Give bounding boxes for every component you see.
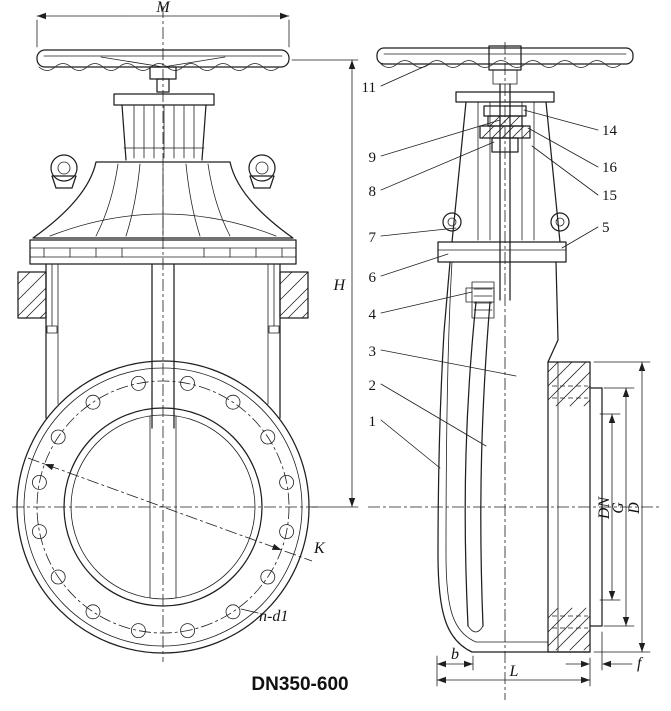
side-wedge-disc bbox=[464, 287, 495, 633]
side-gland-packing bbox=[479, 105, 531, 153]
front-side-lugs bbox=[17, 271, 309, 319]
side-yoke bbox=[451, 91, 561, 243]
dimension-H: H bbox=[291, 59, 359, 508]
callout-4: 4 bbox=[369, 307, 377, 323]
side-handwheel bbox=[376, 45, 634, 85]
dimension-DN: DN bbox=[596, 413, 621, 601]
part-callouts: 11 9 8 7 6 4 3 2 1 14 16 15 5 bbox=[362, 63, 618, 469]
dimension-L: L bbox=[436, 657, 591, 687]
callout-1: 1 bbox=[369, 414, 377, 430]
bolt-holes bbox=[32, 375, 295, 638]
front-main-flange bbox=[16, 360, 310, 654]
dim-label-f: f bbox=[637, 655, 644, 672]
dimension-D: D bbox=[593, 361, 651, 653]
dim-label-G: G bbox=[610, 502, 627, 514]
callout-5: 5 bbox=[602, 220, 610, 236]
side-nameplate bbox=[471, 281, 495, 319]
dim-label-M: M bbox=[155, 0, 171, 16]
front-lifting-eyes bbox=[50, 154, 276, 189]
dim-label-n-d1: n-d1 bbox=[259, 608, 288, 625]
dim-label-K: K bbox=[313, 540, 326, 557]
callout-14: 14 bbox=[602, 123, 618, 139]
callout-6: 6 bbox=[369, 270, 377, 286]
dimension-G: G bbox=[603, 387, 635, 627]
callout-11: 11 bbox=[362, 80, 376, 96]
callout-2: 2 bbox=[369, 378, 377, 394]
dim-label-DN: DN bbox=[596, 496, 613, 521]
front-view: K n-d1 M H DN350-600 bbox=[16, 0, 359, 695]
dim-label-b: b bbox=[451, 646, 459, 663]
side-lifting-eyes bbox=[442, 212, 570, 232]
side-body bbox=[437, 261, 591, 653]
callout-8: 8 bbox=[369, 184, 377, 200]
front-bonnet-dome bbox=[32, 161, 294, 239]
front-bonnet-flange bbox=[29, 239, 297, 265]
side-bonnet-flange bbox=[437, 241, 567, 263]
dimension-f: f bbox=[565, 631, 644, 672]
label-n-d1: n-d1 bbox=[240, 608, 288, 625]
flange-hatching bbox=[547, 361, 591, 651]
side-view: DN G D b bbox=[362, 45, 651, 687]
dim-label-H: H bbox=[332, 277, 346, 294]
model-label: DN350-600 bbox=[251, 674, 348, 695]
front-yoke bbox=[113, 93, 215, 161]
dim-label-D: D bbox=[626, 502, 643, 515]
dimension-M: M bbox=[36, 0, 290, 48]
callout-7: 7 bbox=[369, 230, 377, 246]
dimension-K: K bbox=[27, 457, 326, 562]
dim-label-L: L bbox=[509, 663, 519, 680]
callout-3: 3 bbox=[369, 344, 377, 360]
callout-16: 16 bbox=[602, 160, 618, 176]
callout-15: 15 bbox=[602, 188, 617, 204]
front-handwheel bbox=[36, 49, 290, 93]
side-main-flange bbox=[547, 361, 603, 653]
centerlines bbox=[12, 6, 660, 700]
callout-9: 9 bbox=[369, 150, 377, 166]
dimension-b: b bbox=[436, 646, 474, 687]
